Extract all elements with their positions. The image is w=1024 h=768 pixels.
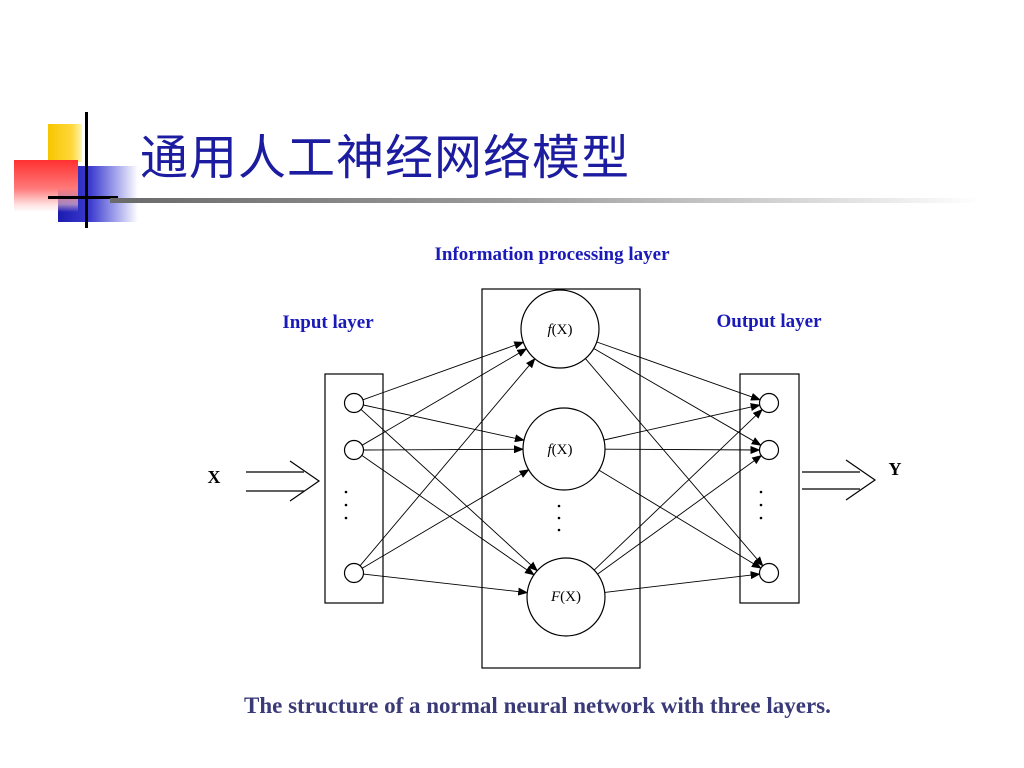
connection-arrow — [363, 573, 529, 596]
connection-arrow — [593, 408, 763, 571]
hidden-ellipsis — [557, 504, 561, 532]
title-underline — [110, 198, 980, 203]
connection-arrow — [361, 469, 530, 569]
connection-arrow — [362, 341, 525, 401]
output-node — [758, 439, 780, 461]
input-layer-label: Input layer — [282, 312, 374, 333]
deco-yellow-square — [48, 124, 82, 162]
connection-arrow — [363, 404, 525, 443]
connection-arrow — [604, 571, 761, 593]
input-node — [343, 439, 365, 461]
connection-arrow — [585, 358, 764, 567]
output-node — [758, 392, 780, 414]
connection-arrow — [360, 409, 538, 572]
hidden-node-label: F(X) — [550, 589, 581, 605]
slide-title: 通用人工神经网络模型 — [140, 130, 631, 186]
connection-arrow — [593, 348, 762, 446]
connection-arrow — [361, 455, 535, 576]
figure-caption: The structure of a normal neural network… — [244, 693, 831, 718]
connection-arrow — [598, 469, 762, 569]
info-layer-label: Information processing layer — [434, 244, 670, 265]
connection-arrow — [363, 445, 524, 454]
input-node — [343, 562, 365, 584]
connection-arrow — [604, 445, 761, 454]
hidden-node — [522, 407, 606, 491]
output-ellipsis — [759, 490, 763, 520]
input-layer-box — [324, 373, 384, 604]
input-symbol: X — [208, 467, 221, 487]
output-layer-label: Output layer — [716, 311, 822, 332]
connection-arrow — [596, 341, 761, 401]
hidden-layer-box — [481, 288, 641, 669]
hidden-node-label: f(X) — [548, 322, 573, 338]
connection-arrow — [361, 348, 528, 446]
hidden-node — [526, 557, 606, 637]
output-layer-box — [739, 373, 800, 604]
connection-arrow — [597, 455, 763, 575]
output-double-arrow — [802, 459, 877, 501]
hidden-node — [520, 289, 600, 369]
deco-horizontal-line — [48, 196, 118, 199]
deco-vertical-line — [85, 112, 88, 228]
input-ellipsis — [344, 490, 348, 520]
hidden-node-label: f(X) — [548, 442, 573, 458]
connection-arrows — [359, 341, 764, 596]
deco-red-square — [14, 160, 78, 212]
output-symbol: Y — [889, 459, 902, 479]
input-double-arrow — [246, 460, 321, 502]
connection-arrow — [603, 403, 761, 441]
input-node — [343, 392, 365, 414]
output-node — [758, 562, 780, 584]
connection-arrow — [359, 358, 536, 566]
